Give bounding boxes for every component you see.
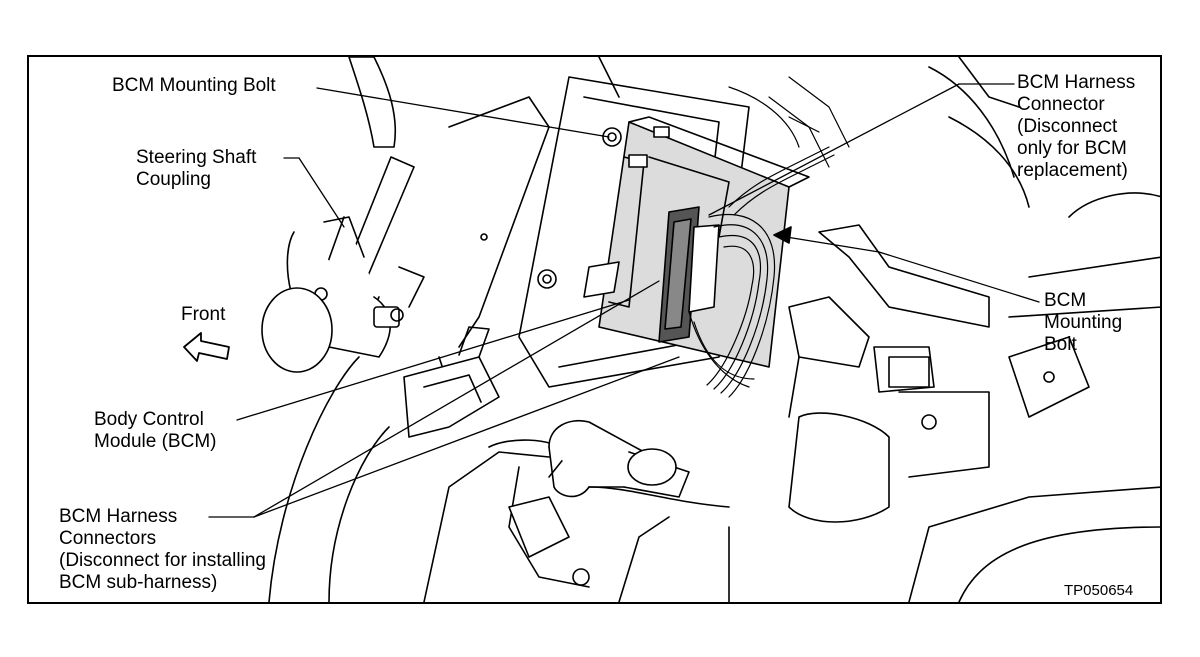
label-bcm-mounting-bolt-top: BCM Mounting Bolt	[112, 75, 276, 96]
label-bcm-harness-connector: BCM Harness Connector (Disconnect only f…	[1017, 72, 1136, 181]
label-bcm-harness-connectors: BCM Harness Connectors (Disconnect for i…	[59, 506, 266, 593]
harness-connectors	[658, 206, 720, 343]
diagram-frame: BCM Mounting Bolt Steering Shaft Couplin…	[27, 55, 1162, 604]
steering-hub	[261, 287, 333, 373]
right-bracket	[788, 224, 1090, 523]
bcm-illustration	[183, 57, 1160, 602]
leader-arrowhead	[773, 226, 792, 244]
label-body-control-module: Body Control Module (BCM)	[94, 409, 217, 452]
front-arrow-icon	[183, 332, 230, 362]
label-front: Front	[181, 304, 226, 325]
leader-lines	[208, 83, 1040, 518]
pedal-shaft	[508, 420, 730, 558]
label-steering-shaft-coupling: Steering Shaft Coupling	[136, 147, 257, 190]
figure-code: TP050654	[1064, 582, 1134, 599]
dash-structure	[268, 57, 1160, 602]
label-bcm-mounting-bolt-right: BCM Mounting Bolt	[1044, 290, 1123, 355]
